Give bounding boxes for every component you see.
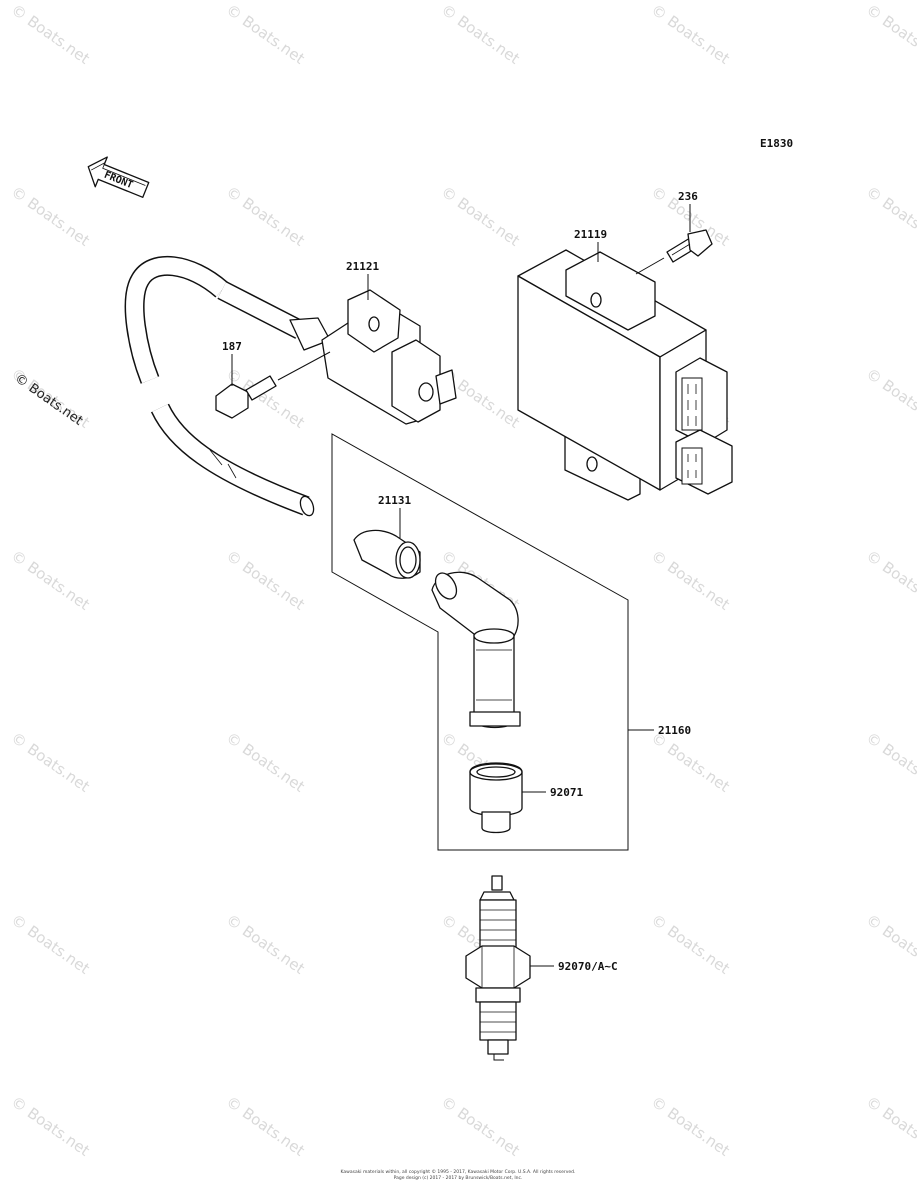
bolt-236[interactable] xyxy=(635,229,713,275)
boot-21131[interactable] xyxy=(353,529,421,579)
watermark-text: © Boats.net xyxy=(863,729,917,796)
watermark-text: © Boats.net xyxy=(8,911,93,978)
seal-92071[interactable] xyxy=(469,762,523,834)
bolt-187[interactable] xyxy=(215,351,331,419)
watermark-text: © Boats.net xyxy=(438,1,523,68)
watermark-text: © Boats.net xyxy=(438,183,523,250)
watermark-text: © Boats.net xyxy=(648,911,733,978)
callout-21121[interactable]: 21121 xyxy=(346,260,379,300)
watermark-text: © Boats.net xyxy=(8,1093,93,1160)
label-21121: 21121 xyxy=(346,260,379,273)
spark-plug-92070[interactable] xyxy=(465,875,531,1061)
ignition-coil-21121[interactable] xyxy=(124,255,457,518)
label-236: 236 xyxy=(678,190,698,203)
label-21119: 21119 xyxy=(574,228,607,241)
watermark-text: © Boats.net xyxy=(223,911,308,978)
callout-236[interactable]: 236 xyxy=(678,190,698,232)
watermark-text: © Boats.net xyxy=(223,1093,308,1160)
watermark-text: © Boats.net xyxy=(863,1,917,68)
footer-line-2: Page design (c) 2017 - 2017 by Brunswick… xyxy=(394,1175,523,1181)
watermark-text: © Boats.net xyxy=(438,1093,523,1160)
copyright-side: © Boats.net xyxy=(12,371,86,429)
callout-92070[interactable]: 92070/A~C xyxy=(530,960,618,973)
diagram-code: E1830 xyxy=(760,137,793,150)
watermark-text: © Boats.net xyxy=(223,729,308,796)
watermark-text: © Boats.net xyxy=(8,1,93,68)
footer-line-1: Kawasaki materials within, all copyright… xyxy=(341,1168,576,1175)
watermark-text: © Boats.net xyxy=(648,547,733,614)
watermark-text: © Boats.net xyxy=(863,911,917,978)
ecu-igniter-21119[interactable] xyxy=(517,249,733,501)
watermark-text: © Boats.net xyxy=(863,183,917,250)
callout-21131[interactable]: 21131 xyxy=(378,494,411,538)
label-21131: 21131 xyxy=(378,494,411,507)
watermark-text: © Boats.net xyxy=(223,1,308,68)
label-92071: 92071 xyxy=(550,786,583,799)
plug-cap-group-box xyxy=(331,433,629,851)
watermark-text: © Boats.net xyxy=(8,183,93,250)
watermark-text: © Boats.net xyxy=(863,365,917,432)
label-92070: 92070/A~C xyxy=(558,960,618,973)
front-arrow-icon: FRONT xyxy=(87,156,150,198)
watermark-text: © Boats.net xyxy=(8,729,93,796)
watermark-text: © Boats.net xyxy=(648,1,733,68)
callout-21160[interactable]: 21160 xyxy=(628,724,691,737)
watermark-text: © Boats.net xyxy=(863,1093,917,1160)
plug-cap-21160[interactable] xyxy=(431,569,521,729)
callout-21119[interactable]: 21119 xyxy=(574,228,607,262)
watermark-text: © Boats.net xyxy=(648,729,733,796)
watermark-text: © Boats.net xyxy=(8,547,93,614)
callout-92071[interactable]: 92071 xyxy=(522,786,583,799)
watermark-text: © Boats.net xyxy=(223,183,308,250)
label-187: 187 xyxy=(222,340,242,353)
callout-187[interactable]: 187 xyxy=(222,340,242,386)
watermark-text: © Boats.net xyxy=(648,1093,733,1160)
watermark-text: © Boats.net xyxy=(223,547,308,614)
label-21160: 21160 xyxy=(658,724,691,737)
watermark-text: © Boats.net xyxy=(863,547,917,614)
